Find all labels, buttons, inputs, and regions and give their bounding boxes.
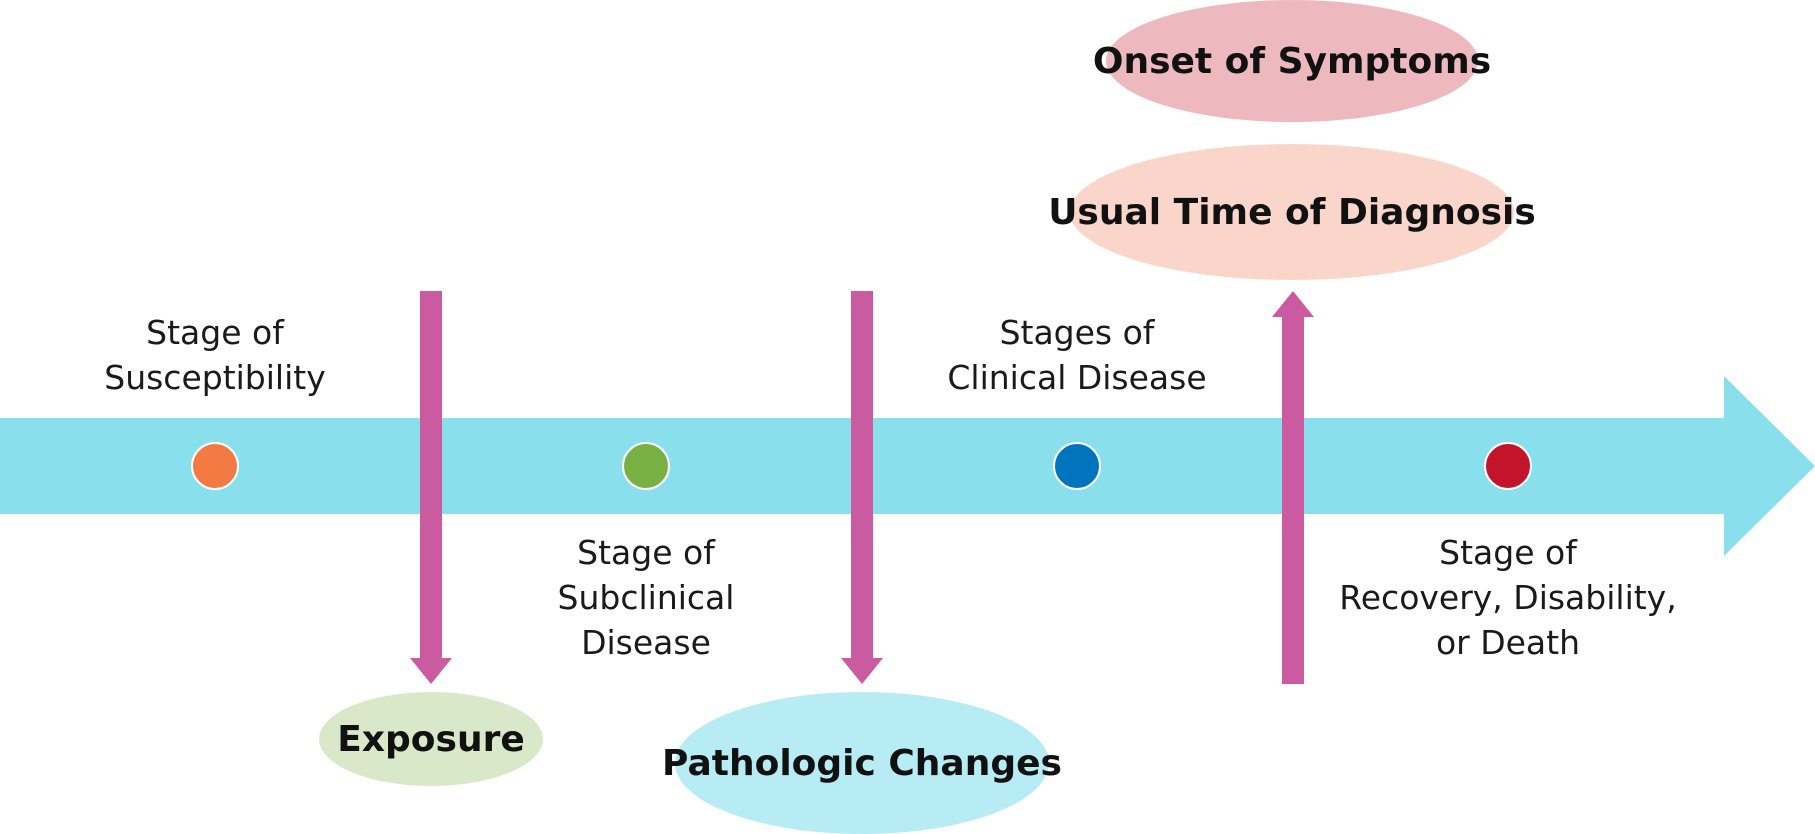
exposure-arrow <box>410 291 452 684</box>
stage-label-clinical: Stages of Clinical Disease <box>917 310 1237 400</box>
stage-label-susceptibility: Stage of Susceptibility <box>65 310 365 400</box>
stage-label-line: Recovery, Disability, <box>1339 578 1677 617</box>
stage-label-line: Stages of <box>999 313 1155 352</box>
stage-label-line: or Death <box>1435 623 1581 662</box>
exposure-bubble: Exposure <box>319 692 543 786</box>
stage-label-subclinical: Stage of Subclinical Disease <box>496 530 796 665</box>
stage-label-outcome: Stage of Recovery, Disability, or Death <box>1318 530 1698 665</box>
diagnosis-bubble: Usual Time of Diagnosis <box>1048 144 1536 280</box>
clinical-stage-dot <box>1053 442 1101 490</box>
stage-label-line: Susceptibility <box>104 358 326 397</box>
stage-label-line: Stage of <box>577 533 715 572</box>
stage-label-line: Clinical Disease <box>947 358 1207 397</box>
susceptibility-stage-dot <box>191 442 239 490</box>
stage-label-line: Stage of <box>146 313 284 352</box>
pathologic-changes-bubble: Pathologic Changes <box>662 692 1062 834</box>
onset-of-symptoms-bubble: Onset of Symptoms <box>1093 0 1491 122</box>
exposure-label: Exposure <box>337 718 525 760</box>
pathologic-changes-arrow <box>841 291 883 684</box>
pathologic-changes-label: Pathologic Changes <box>662 742 1062 784</box>
stage-label-line: Disease <box>581 623 711 662</box>
diagnosis-label: Usual Time of Diagnosis <box>1048 191 1536 233</box>
onset-of-symptoms-label: Onset of Symptoms <box>1092 40 1492 82</box>
subclinical-stage-dot <box>622 442 670 490</box>
diagnosis-arrow <box>1272 291 1314 684</box>
timeline-arrow <box>0 376 1815 556</box>
stage-label-line: Subclinical <box>557 578 735 617</box>
outcome-stage-dot <box>1484 442 1532 490</box>
stage-label-line: Stage of <box>1439 533 1577 572</box>
